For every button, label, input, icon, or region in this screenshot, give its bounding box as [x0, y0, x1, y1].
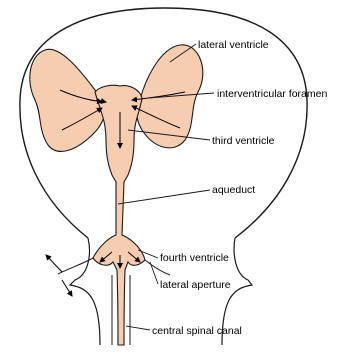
label-central-spinal-canal: central spinal canal [152, 325, 242, 337]
label-interventricular-foramen: interventricular foramen [217, 88, 327, 100]
label-lateral-ventricle: lateral ventricle [198, 39, 269, 51]
label-fourth-ventricle: fourth ventricle [160, 252, 229, 264]
lateral-aperture-channel-left [58, 258, 93, 274]
label-aqueduct: aqueduct [212, 184, 255, 196]
label-lateral-aperture: lateral aperture [160, 279, 231, 291]
label-third-ventricle: third ventricle [212, 135, 275, 147]
